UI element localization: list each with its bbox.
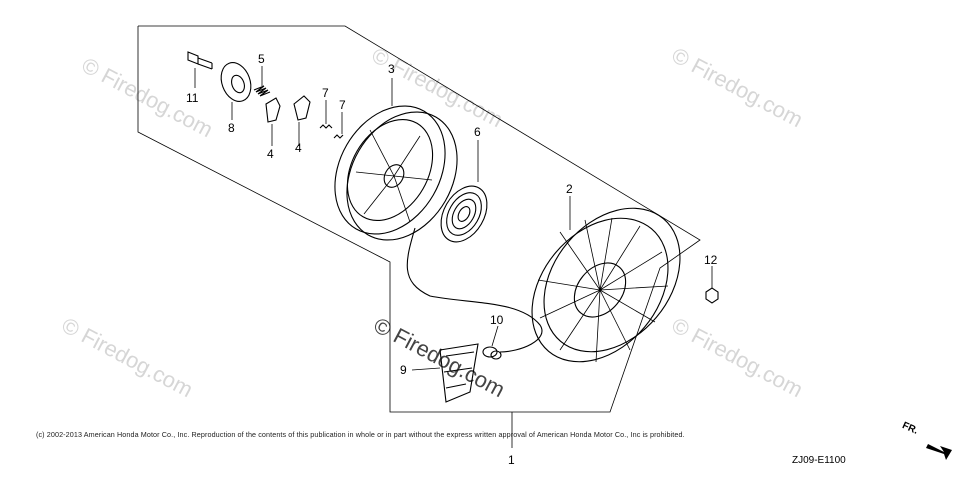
callout-7: 7 — [339, 98, 346, 112]
callout-7: 7 — [322, 86, 329, 100]
part-2-starter-case — [531, 196, 681, 363]
watermarks: © Firedog.com © Firedog.com © Firedog.co… — [58, 42, 807, 402]
assembly-boundary — [137, 25, 701, 413]
copyright-notice: (c) 2002-2013 American Honda Motor Co., … — [36, 430, 685, 439]
watermark: © Firedog.com — [368, 42, 507, 132]
callout-5: 5 — [258, 52, 265, 66]
callouts: 1 2 3 4 4 5 6 7 7 8 9 10 11 12 — [186, 52, 718, 467]
callout-8: 8 — [228, 121, 235, 135]
part-7-springs — [319, 100, 344, 139]
callout-4: 4 — [267, 147, 274, 161]
starter-rope — [406, 227, 543, 353]
callout-4: 4 — [295, 141, 302, 155]
callout-3: 3 — [388, 62, 395, 76]
callout-1: 1 — [508, 453, 515, 467]
callout-12: 12 — [704, 253, 718, 267]
part-6-recoil-spring — [440, 140, 488, 243]
part-3-reel — [334, 78, 458, 241]
part-5-spring — [253, 66, 271, 97]
part-4-pawl-left — [265, 97, 281, 146]
part-10-rope-guide — [482, 325, 502, 360]
callout-11: 11 — [186, 91, 199, 105]
callout-6: 6 — [474, 125, 481, 139]
part-9-grip-handle — [411, 343, 479, 403]
part-8-ratchet — [220, 62, 252, 120]
diagram-code: ZJ09-E1100 — [792, 455, 846, 466]
part-11-bolt — [187, 51, 213, 88]
callout-2: 2 — [566, 182, 573, 196]
callout-9: 9 — [400, 363, 407, 377]
watermark: © Firedog.com — [58, 312, 197, 402]
part-4-pawl-right — [293, 95, 311, 146]
callout-10: 10 — [490, 313, 504, 327]
watermark: © Firedog.com — [668, 42, 807, 132]
part-12-nut — [705, 266, 719, 304]
watermark: © Firedog.com — [668, 312, 807, 402]
front-direction-arrow-icon — [926, 444, 952, 460]
